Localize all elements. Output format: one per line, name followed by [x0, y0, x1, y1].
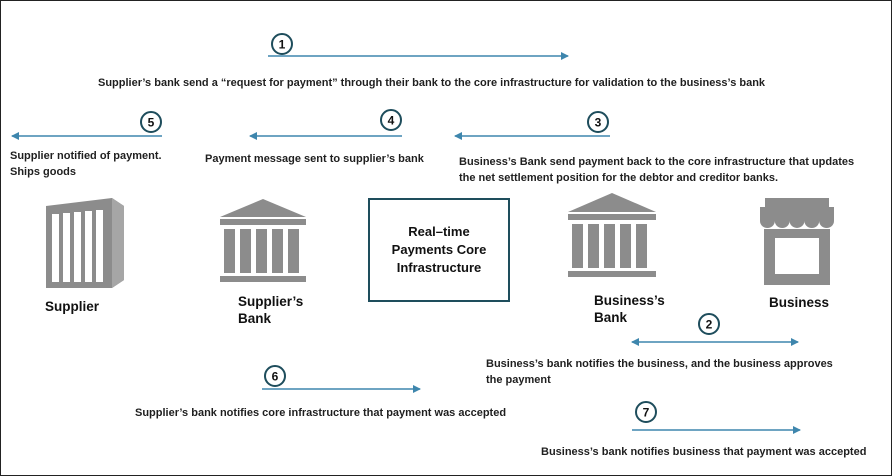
badge-step-5: 5: [140, 111, 162, 133]
svg-text:1: 1: [279, 38, 286, 52]
step-5-text: Supplier notified of payment. Ships good…: [10, 150, 162, 178]
business-label: Business: [769, 295, 830, 310]
badge-step-7: 7: [635, 401, 657, 423]
svg-text:5: 5: [148, 116, 155, 130]
badge-step-4: 4: [380, 109, 402, 131]
supplier-bank-icon: [220, 199, 306, 282]
svg-text:3: 3: [595, 116, 602, 130]
svg-text:7: 7: [643, 406, 650, 420]
business-bank-label: Business’s Bank: [594, 293, 665, 325]
step-6-text: Supplier’s bank notifies core infrastruc…: [135, 407, 507, 419]
badge-step-6: 6: [264, 365, 286, 387]
step-1-text: Supplier’s bank send a “request for paym…: [98, 77, 766, 89]
supplier-building-icon: [46, 198, 124, 288]
svg-text:2: 2: [706, 318, 713, 332]
step-4-text: Payment message sent to supplier’s bank: [205, 153, 424, 165]
step-7-text: Business’s bank notifies business that p…: [541, 446, 867, 458]
supplier-label: Supplier: [45, 299, 100, 314]
badge-step-2: 2: [698, 313, 720, 335]
business-store-icon: [760, 198, 834, 285]
svg-text:4: 4: [388, 114, 395, 128]
svg-text:6: 6: [272, 370, 279, 384]
badge-step-3: 3: [587, 111, 609, 133]
business-bank-icon: [568, 193, 656, 277]
suppliers-bank-label: Supplier’s Bank: [238, 294, 304, 326]
step-2-text: Business’s bank notifies the business, a…: [486, 358, 833, 386]
step-3-text: Business’s Bank send payment back to the…: [459, 156, 855, 184]
badge-step-1: 1: [271, 33, 293, 55]
core-infrastructure-box: Real–time Payments Core Infrastructure: [368, 198, 510, 302]
